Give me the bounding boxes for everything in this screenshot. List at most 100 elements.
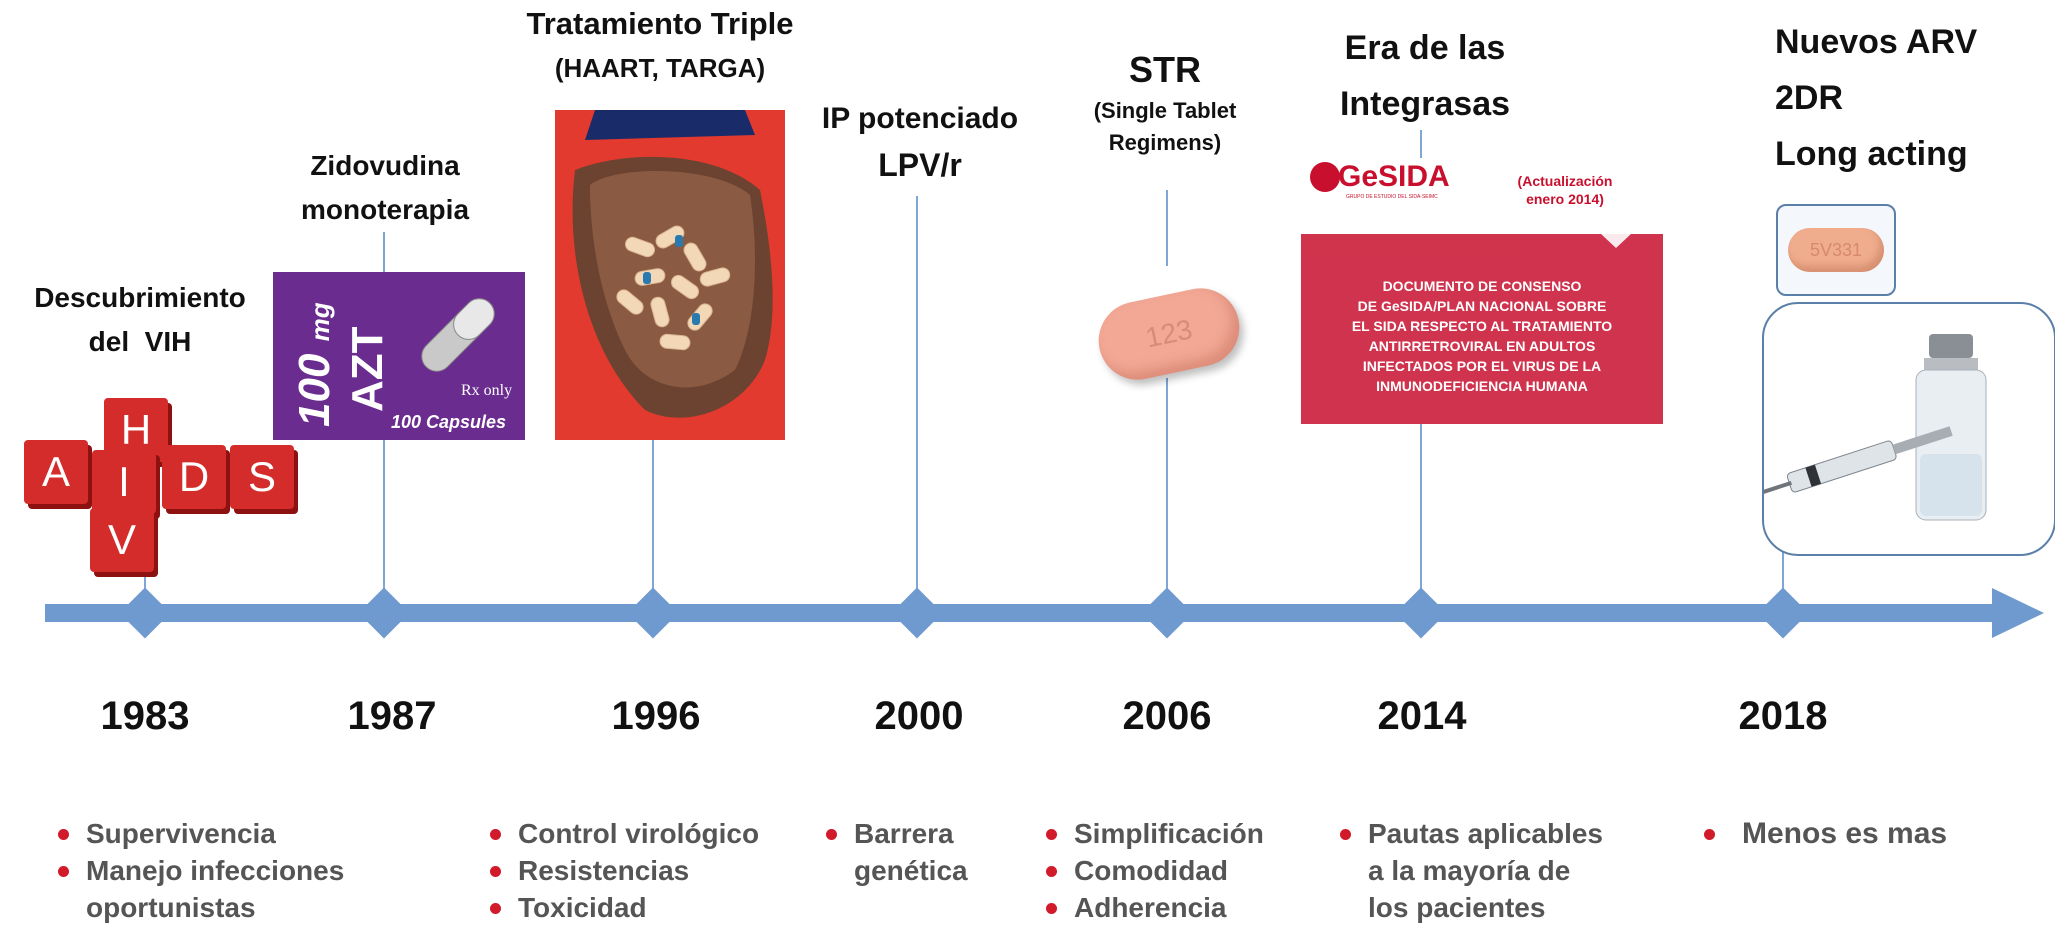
title-2018-line1: Nuevos ARV: [1775, 23, 1978, 61]
bullet-continuation: los pacientes: [1368, 892, 1546, 923]
gesida-document-box: DOCUMENTO DE CONSENSO DE GeSIDA/PLAN NAC…: [1301, 234, 1663, 424]
title-2018: Nuevos ARV 2DR Long acting: [1775, 14, 2035, 182]
new-arv-pill-frame: 5V331: [1776, 204, 1896, 296]
milestone-marker-1987: [358, 587, 410, 639]
bullet-text: Supervivencia: [86, 818, 276, 849]
gesida-update-line1: (Actualización: [1517, 173, 1613, 189]
document-line-6: INMUNODEFICIENCIA HUMANA: [1376, 378, 1588, 394]
connector-2006b: [1166, 378, 1168, 610]
cube-i: I: [92, 450, 156, 514]
bullet-dot: [1340, 829, 1351, 840]
azt-dose-number: 100: [290, 353, 339, 427]
gesida-update-line2: enero 2014): [1526, 191, 1604, 207]
azt-drug-name: AZT: [343, 326, 392, 412]
document-line-2: DE GeSIDA/PLAN NACIONAL SOBRE: [1357, 298, 1607, 314]
bullets-2018: Menos es mas: [1700, 815, 1947, 852]
title-1983: Descubrimiento del VIH: [0, 276, 280, 364]
connector-2000: [916, 196, 918, 612]
injection-frame: [1762, 302, 2055, 556]
bullet-text: Adherencia: [1074, 892, 1227, 923]
bullet-dot: [1046, 866, 1057, 877]
bullet-item: Toxicidad: [486, 889, 759, 926]
bullet-dot: [1046, 829, 1057, 840]
title-2006-line1: STR: [1129, 49, 1201, 90]
bullet-item: Resistencias: [486, 852, 759, 889]
gesida-logo-mark: [1310, 162, 1340, 192]
aids-cubes-image: H A I D S V: [10, 390, 300, 572]
bullet-item: Control virológico: [486, 815, 759, 852]
bullet-item: Comodidad: [1042, 852, 1264, 889]
bullet-text: Toxicidad: [518, 892, 647, 923]
bullet-text: Manejo infecciones: [86, 855, 345, 886]
bullet-continuation: genética: [854, 855, 968, 886]
year-2000: 2000: [874, 694, 964, 738]
bullets-1983: Supervivencia Manejo infecciones oportun…: [54, 815, 344, 926]
bullet-item: Pautas aplicables: [1336, 815, 1603, 852]
gesida-logo-text: GeSIDA: [1338, 160, 1450, 193]
title-2014-line1: Era de las: [1344, 29, 1506, 67]
new-arv-pill: 5V331: [1788, 228, 1884, 272]
bullet-text: Comodidad: [1074, 855, 1228, 886]
cube-v: V: [90, 508, 154, 572]
timeline-bar: [45, 604, 2005, 622]
gesida-logo-subtext: GRUPO DE ESTUDIO DEL SIDA-SEIMC: [1346, 194, 1438, 200]
azt-capsules-count: 100 Capsules: [391, 412, 507, 432]
year-2014: 2014: [1377, 694, 1467, 738]
azt-dose-unit: mg: [305, 302, 335, 342]
bullets-2014: Pautas aplicables a la mayoría de los pa…: [1336, 815, 1603, 926]
str-tablet-imprint: 123: [1142, 313, 1195, 354]
bullet-dot: [1704, 829, 1715, 840]
milestone-marker-1996: [627, 587, 679, 639]
title-2006-line2: (Single Tablet: [1093, 98, 1237, 123]
azt-dose: 100 mg: [290, 287, 340, 427]
bullet-item: Simplificación: [1042, 815, 1264, 852]
bullet-text: Menos es mas: [1742, 817, 1948, 850]
bullet-item: Barrera: [822, 815, 968, 852]
milestone-marker-2006: [1141, 587, 1193, 639]
bullet-item: Manejo infecciones: [54, 852, 344, 889]
bullet-item: Adherencia: [1042, 889, 1264, 926]
milestone-marker-2018: [1757, 587, 1809, 639]
cube-s: S: [230, 445, 294, 509]
connector-2018: [1782, 552, 1784, 612]
bullet-item: Supervivencia: [54, 815, 344, 852]
azt-box-image: 100 mg AZT Rx only 100 Capsules: [273, 272, 525, 440]
year-1996: 1996: [611, 694, 701, 738]
bullets-2006: Simplificación Comodidad Adherencia: [1042, 815, 1264, 926]
cube-a: A: [24, 440, 88, 504]
milestone-marker-2014: [1395, 587, 1447, 639]
document-line-4: ANTIRRETROVIRAL EN ADULTOS: [1368, 338, 1596, 354]
timeline-arrow-head: [1992, 588, 2044, 638]
str-tablet-image: 123: [1091, 281, 1247, 387]
connector-2014: [1420, 130, 1422, 158]
title-2000-line2: LPV/r: [878, 147, 962, 183]
bullet-text: Resistencias: [518, 855, 690, 886]
gesida-document-text: DOCUMENTO DE CONSENSO DE GeSIDA/PLAN NAC…: [1301, 276, 1663, 396]
year-1987: 1987: [347, 694, 437, 738]
document-notch: [1601, 234, 1631, 248]
azt-rx-only: Rx only: [461, 382, 513, 399]
bullet-dot: [58, 829, 69, 840]
title-2018-line3: Long acting: [1775, 135, 1968, 173]
bullet-continuation: oportunistas: [86, 892, 256, 923]
capsule-icon: [421, 298, 495, 372]
title-1983-line2: del VIH: [88, 326, 192, 357]
title-1996: Tratamiento Triple (HAART, TARGA): [500, 2, 820, 90]
hand-pills-image: [555, 110, 785, 440]
title-2014: Era de las Integrasas: [1310, 20, 1540, 132]
bullet-text: Barrera: [854, 818, 954, 849]
year-2006: 2006: [1122, 694, 1212, 738]
document-line-5: INFECTADOS POR EL VIRUS DE LA: [1362, 358, 1602, 374]
connector-2014b: [1420, 424, 1422, 610]
title-1987-line2: monoterapia: [300, 194, 470, 225]
title-2006-line3: Regimens): [1108, 130, 1222, 155]
bullet-text: Control virológico: [518, 818, 760, 849]
title-1987: Zidovudina monoterapia: [290, 144, 480, 232]
bullet-dot: [58, 866, 69, 877]
title-2018-line2: 2DR: [1775, 79, 1844, 117]
title-2000-line1: IP potenciado: [821, 102, 1019, 135]
gesida-update-note: (Actualización enero 2014): [1490, 172, 1640, 208]
bullet-dot: [490, 903, 501, 914]
cube-d: D: [162, 445, 226, 509]
document-line-3: EL SIDA RESPECTO AL TRATAMIENTO: [1351, 318, 1613, 334]
